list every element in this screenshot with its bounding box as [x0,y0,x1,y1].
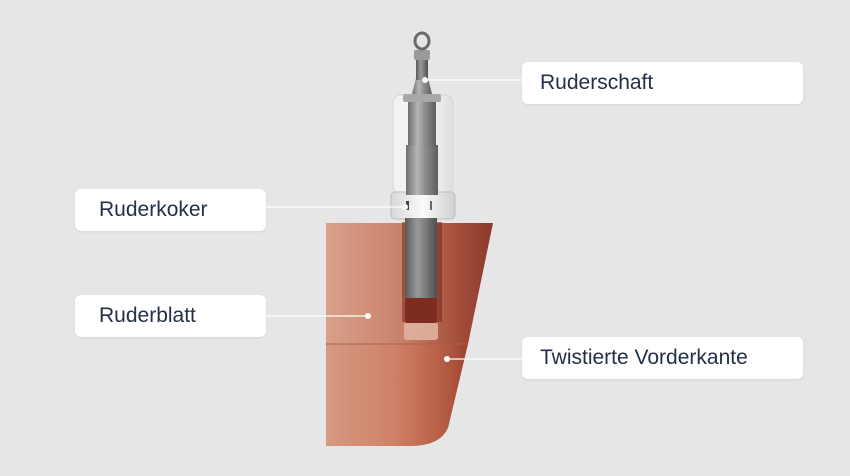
label-ruderschaft: Ruderschaft [522,62,803,104]
stock-neck-ring [414,50,430,60]
lifting-eye [413,31,431,51]
dot-twistierte-vorderkante [444,356,450,362]
dot-ruderblatt [365,313,371,319]
label-ruderblatt: Ruderblatt [75,295,266,337]
rudder-blade-lower [326,344,468,446]
stock-upper [408,98,436,146]
stock-bottom-end [405,298,437,323]
stock-neck [416,60,428,80]
stock-lower [405,218,437,300]
collar-mark-right [430,201,432,210]
bearing-ring [404,322,438,340]
leader-dots [365,77,450,362]
leader-lines [266,79,522,360]
stock-flange [403,94,441,102]
dot-ruderschaft [422,77,428,83]
stock-mid [406,145,438,195]
trunk-collar [390,191,456,220]
rudder-stock [403,31,441,323]
label-twistierte-vorderkante: Twistierte Vorderkante [522,337,803,379]
label-ruderkoker: Ruderkoker [75,189,266,231]
dot-ruderkoker [402,204,408,210]
